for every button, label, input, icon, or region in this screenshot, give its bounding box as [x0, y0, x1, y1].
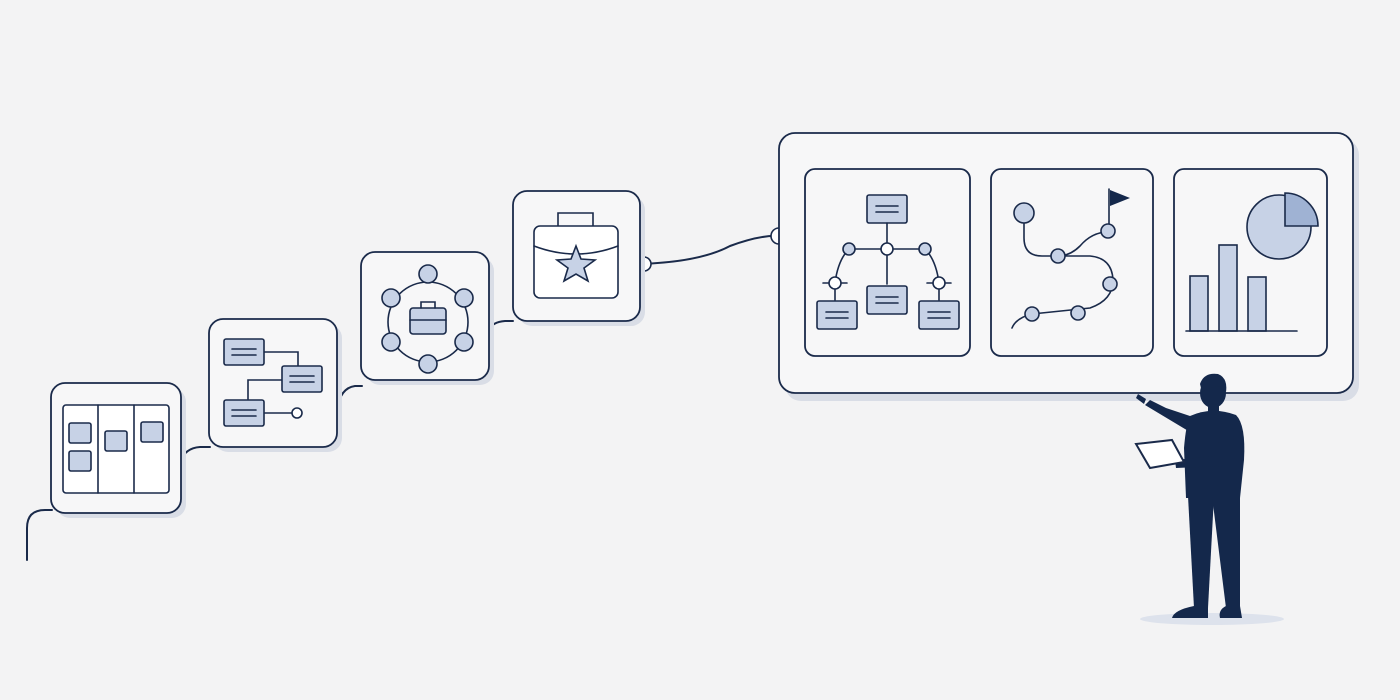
stage-flowchart	[208, 318, 342, 452]
panel-analytics	[1173, 168, 1328, 357]
dashboard-board	[778, 132, 1359, 401]
network-briefcase-icon	[381, 264, 474, 374]
roadmap-flag-icon	[1011, 188, 1130, 329]
connector-path	[26, 234, 779, 561]
stage-kanban	[50, 382, 186, 518]
briefcase-star-icon	[533, 212, 619, 299]
businessman-figure	[1134, 373, 1284, 625]
stage-briefcase	[512, 190, 645, 326]
org-chart-icon	[816, 194, 960, 330]
stage-network	[360, 251, 494, 385]
bar-pie-chart-icon	[1185, 192, 1319, 332]
panel-org-chart	[804, 168, 971, 357]
panel-roadmap	[990, 168, 1154, 357]
tablet-icon	[1134, 438, 1186, 470]
kanban-board-icon	[62, 404, 170, 494]
flowchart-icon	[223, 338, 323, 427]
